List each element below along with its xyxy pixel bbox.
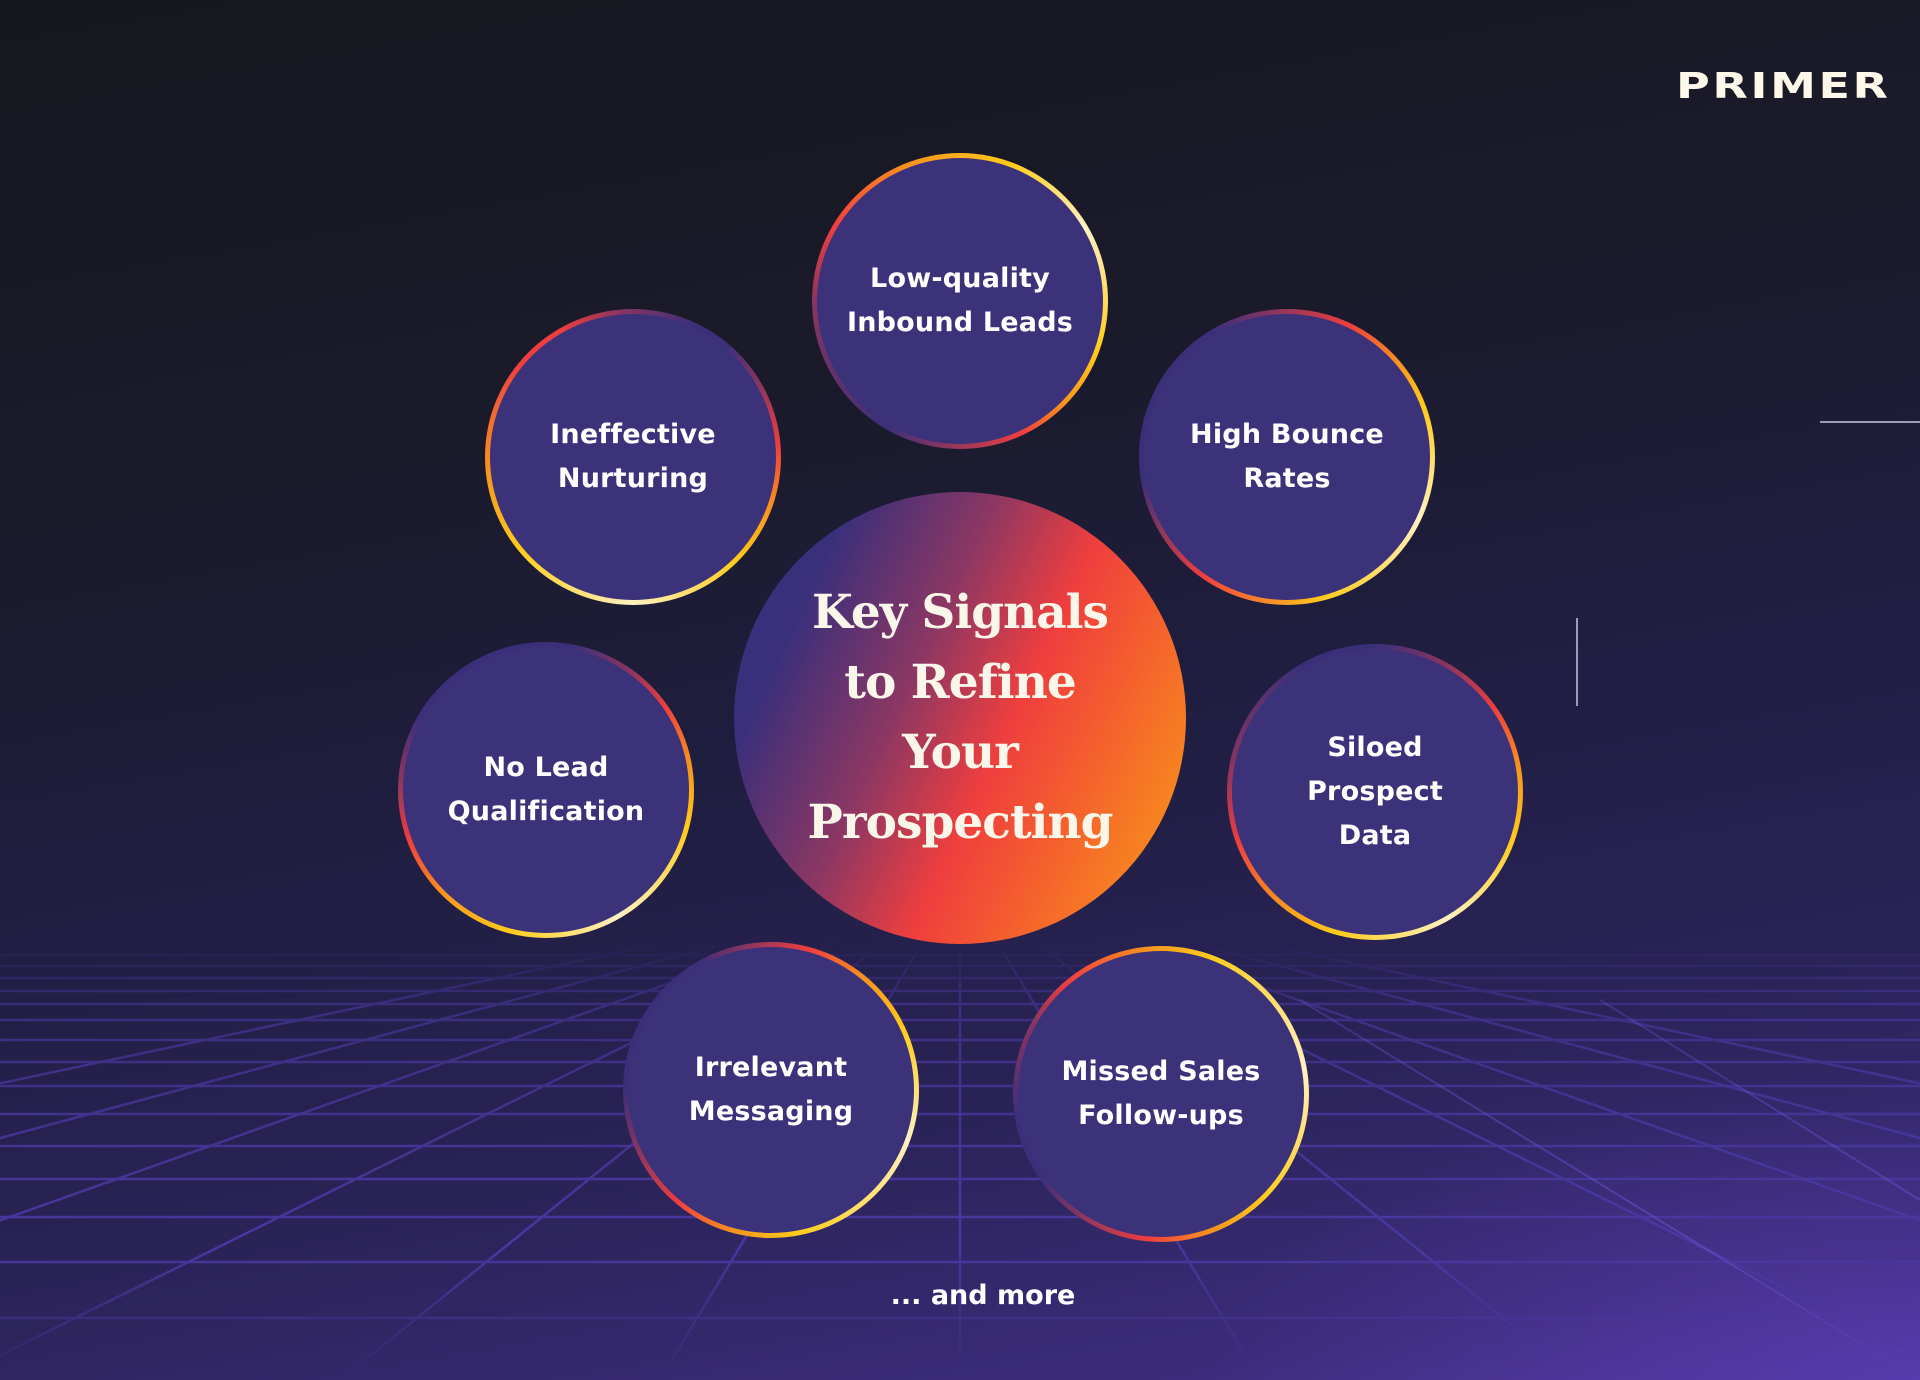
signal-label: Irrelevant Messaging	[688, 1052, 854, 1127]
signal-label: Missed Sales Follow-ups	[1061, 1056, 1261, 1131]
signal-irrelevant-messaging: Irrelevant Messaging	[623, 942, 919, 1238]
signal-high-bounce-rates: High Bounce Rates	[1139, 309, 1435, 605]
signal-label: Ineffective Nurturing	[550, 419, 716, 494]
signal-siloed-prospect-data: Siloed Prospect Data	[1227, 644, 1523, 940]
center-title-line: to Refine Your	[844, 655, 1077, 780]
signal-low-quality-inbound-leads: Low-quality Inbound Leads	[812, 153, 1108, 449]
center-title-line: Prospecting	[807, 795, 1114, 850]
center-title-line: Key Signals	[812, 585, 1109, 640]
signal-ineffective-nurturing: Ineffective Nurturing	[485, 309, 781, 605]
center-title: Key Signals to Refine Your Prospecting	[780, 578, 1140, 858]
signal-label: No Lead Qualification	[447, 752, 645, 827]
signal-label: Siloed Prospect Data	[1307, 732, 1443, 851]
signal-label: High Bounce Rates	[1190, 419, 1384, 494]
signal-label: Low-quality Inbound Leads	[846, 263, 1074, 338]
center-hub: Key Signals to Refine Your Prospecting	[734, 492, 1186, 944]
and-more-text: ... and more	[890, 1280, 1076, 1311]
primer-logo: PRIMER	[1676, 66, 1891, 107]
signal-missed-sales-follow-ups: Missed Sales Follow-ups	[1013, 946, 1309, 1242]
signal-no-lead-qualification: No Lead Qualification	[398, 642, 694, 938]
